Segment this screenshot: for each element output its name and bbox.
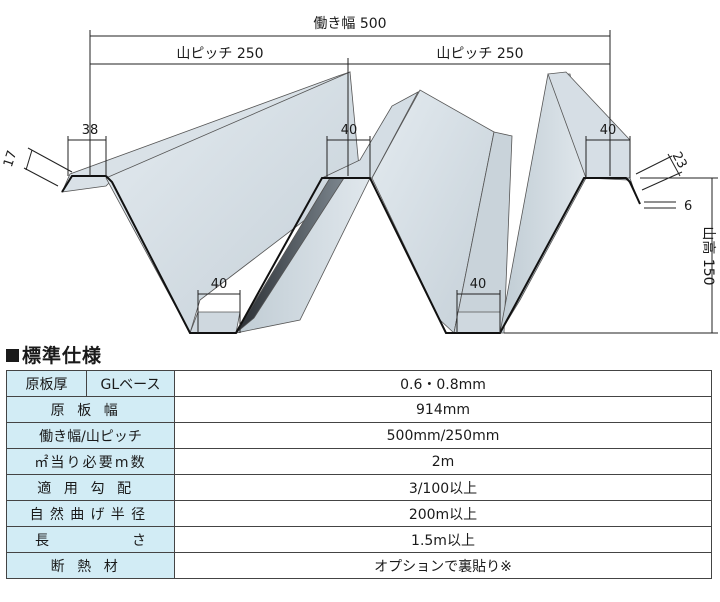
spec-label-cell: 長さ: [6, 526, 175, 553]
table-row: 働き幅/山ピッチ 500mm/250mm: [6, 422, 712, 449]
spec-label: 長さ: [13, 530, 168, 550]
spec-label: 原板厚: [6, 370, 87, 397]
spec-label: 働き幅/山ピッチ: [6, 422, 175, 449]
table-row: 自然曲げ半径 200m以上: [6, 500, 712, 527]
spec-value: オプションで裏貼り※: [174, 552, 712, 579]
dim-23-label: 23: [669, 150, 690, 172]
pitch-left-label: 山ピッチ 250: [176, 46, 263, 62]
spec-value: 1.5m以上: [174, 526, 712, 553]
panel-surfaces: [61, 71, 641, 335]
dim-40-bottom-left-label: 40: [211, 277, 228, 292]
spec-label-char: 長: [35, 532, 49, 549]
spec-label: GLベース: [86, 370, 175, 397]
profile-outline: [61, 175, 641, 334]
dimension-lines: [23, 30, 718, 334]
dim-38-label: 38: [82, 123, 99, 138]
table-row: 長さ 1.5m以上: [6, 526, 712, 553]
spec-value: 2m: [174, 448, 712, 475]
table-row: ㎡当り必要m数 2m: [6, 448, 712, 475]
right-valley-face: [453, 311, 501, 334]
spec-table: 原板厚 GLベース 0.6・0.8mm 原板幅 914mm 働き幅/山ピッチ 5…: [6, 370, 712, 579]
roof-panel-profile-diagram: 働き幅 500 山ピッチ 250 山ピッチ 250 38 17 40 40 40…: [1, 16, 718, 335]
spec-label: 断熱材: [6, 552, 175, 579]
spec-value: 3/100以上: [174, 474, 712, 501]
table-row: 原板幅 914mm: [6, 396, 712, 423]
dim-40-top-right-label: 40: [600, 123, 617, 138]
spec-value: 0.6・0.8mm: [174, 370, 712, 397]
spec-value: 200m以上: [174, 500, 712, 527]
spec-label: ㎡当り必要m数: [6, 448, 175, 475]
square-bullet-icon: [6, 349, 19, 362]
spec-section-title: 標準仕様: [6, 341, 102, 368]
dim-40-bottom-right-label: 40: [470, 277, 487, 292]
spec-title-text: 標準仕様: [22, 345, 103, 367]
table-row: 断熱材 オプションで裏貼り※: [6, 552, 712, 579]
spec-label: 原板幅: [6, 396, 175, 423]
table-row: 適用勾配 3/100以上: [6, 474, 712, 501]
dim-40-top-mid-label: 40: [341, 123, 358, 138]
spec-value: 500mm/250mm: [174, 422, 712, 449]
dim-17-label: 17: [1, 149, 20, 169]
pitch-right-label: 山ピッチ 250: [436, 46, 523, 62]
spec-label: 自然曲げ半径: [6, 500, 175, 527]
height-label: 山高 150: [700, 226, 717, 285]
overall-width-label: 働き幅 500: [313, 16, 386, 32]
table-row: 原板厚 GLベース 0.6・0.8mm: [6, 370, 712, 397]
spec-value: 914mm: [174, 396, 712, 423]
dim-6-label: 6: [684, 199, 692, 214]
right-lip-face: [585, 177, 641, 205]
spec-label-char: さ: [132, 532, 146, 549]
spec-label: 適用勾配: [6, 474, 175, 501]
